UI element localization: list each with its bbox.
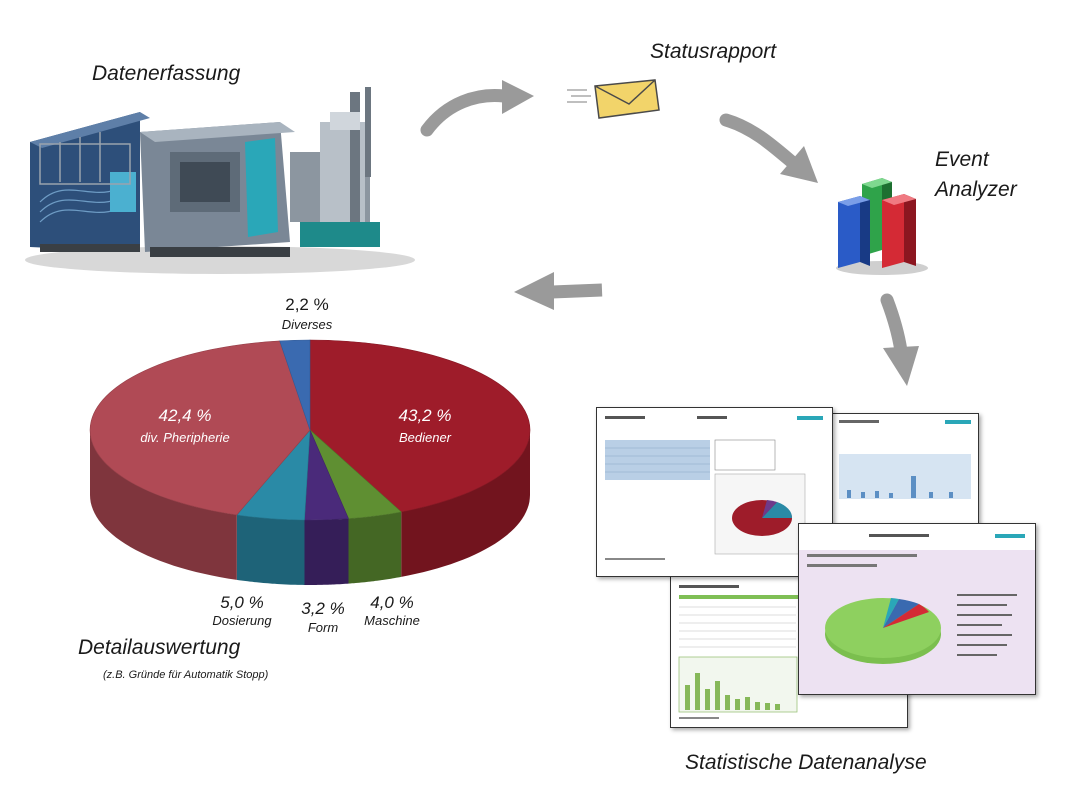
slice-value-label-diverses: 2,2 %	[285, 295, 329, 314]
pie-slice-div-pheripherie	[89, 340, 311, 516]
slice-value-label-form: 3,2 %	[301, 599, 345, 618]
envelope-icon	[567, 79, 660, 119]
curved-arrow-icon	[420, 80, 534, 137]
slice-category-label-peripherie: div. Pheripherie	[140, 430, 230, 445]
statistics-label: Statistische Datenanalyse	[685, 751, 927, 774]
3d-bar-chart-icon	[836, 178, 928, 275]
event-analyzer-label-line1: Event	[935, 148, 989, 171]
acquisition-label: Datenerfassung	[92, 62, 241, 85]
pie-slice-bediener	[309, 339, 531, 513]
pie-slice-side-bediener	[401, 430, 530, 577]
curved-arrow-icon	[514, 272, 603, 310]
slice-category-label-bediener: Bediener	[398, 430, 452, 445]
status-report-label: Statusrapport	[650, 40, 777, 63]
pie-slice-side-dosierung	[236, 514, 305, 585]
detail-title: Detailauswertung	[78, 636, 241, 659]
slice-category-label-maschine: Maschine	[364, 613, 420, 628]
slice-value-label-maschine: 4,0 %	[370, 593, 414, 612]
curved-arrow-icon	[880, 293, 919, 386]
slice-category-label-dosierung: Dosierung	[212, 613, 272, 628]
pie-slice-side-div-pheripherie	[90, 430, 237, 580]
pie-slice-side-form	[304, 518, 349, 585]
slice-value-label-peripherie: 42,4 %	[158, 406, 212, 425]
die-casting-machine-icon	[25, 87, 415, 274]
event-analyzer-label-line2: Analyzer	[935, 178, 1017, 201]
slice-value-label-dosierung: 5,0 %	[220, 593, 264, 612]
report-page	[798, 523, 1036, 695]
curved-arrow-icon	[719, 113, 818, 183]
slice-category-label-form: Form	[307, 620, 339, 635]
report-page	[832, 413, 979, 525]
pie-slice-side-maschine	[348, 511, 402, 584]
slice-value-label-bediener: 43,2 %	[398, 406, 452, 425]
pie-chart	[89, 339, 531, 585]
slice-category-label-diverses: Diverses	[281, 317, 333, 332]
detail-subtitle: (z.B. Gründe für Automatik Stopp)	[103, 669, 269, 681]
report-page	[596, 407, 833, 577]
pie-slice-diverses	[279, 339, 311, 431]
